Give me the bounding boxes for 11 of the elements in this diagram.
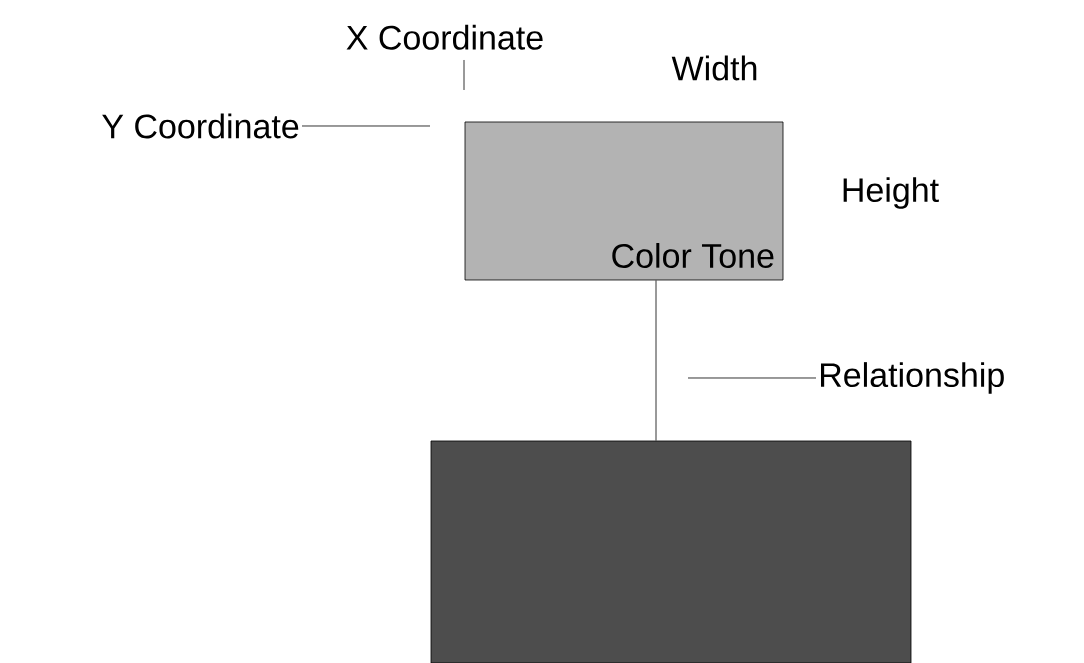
leader-line [463, 59, 465, 91]
dimension-label: Height [843, 177, 939, 209]
dark-box [430, 440, 912, 663]
leader-line [301, 125, 431, 127]
dimension-label: Width [671, 55, 757, 81]
leader-text: Y Coordinate [102, 113, 299, 139]
shaded-box: Color Tone [464, 121, 784, 281]
leader-text: X Coordinate [346, 24, 543, 50]
leader-line [687, 377, 817, 379]
connector-line [655, 280, 657, 441]
leader-text: Relationship [821, 362, 1004, 394]
